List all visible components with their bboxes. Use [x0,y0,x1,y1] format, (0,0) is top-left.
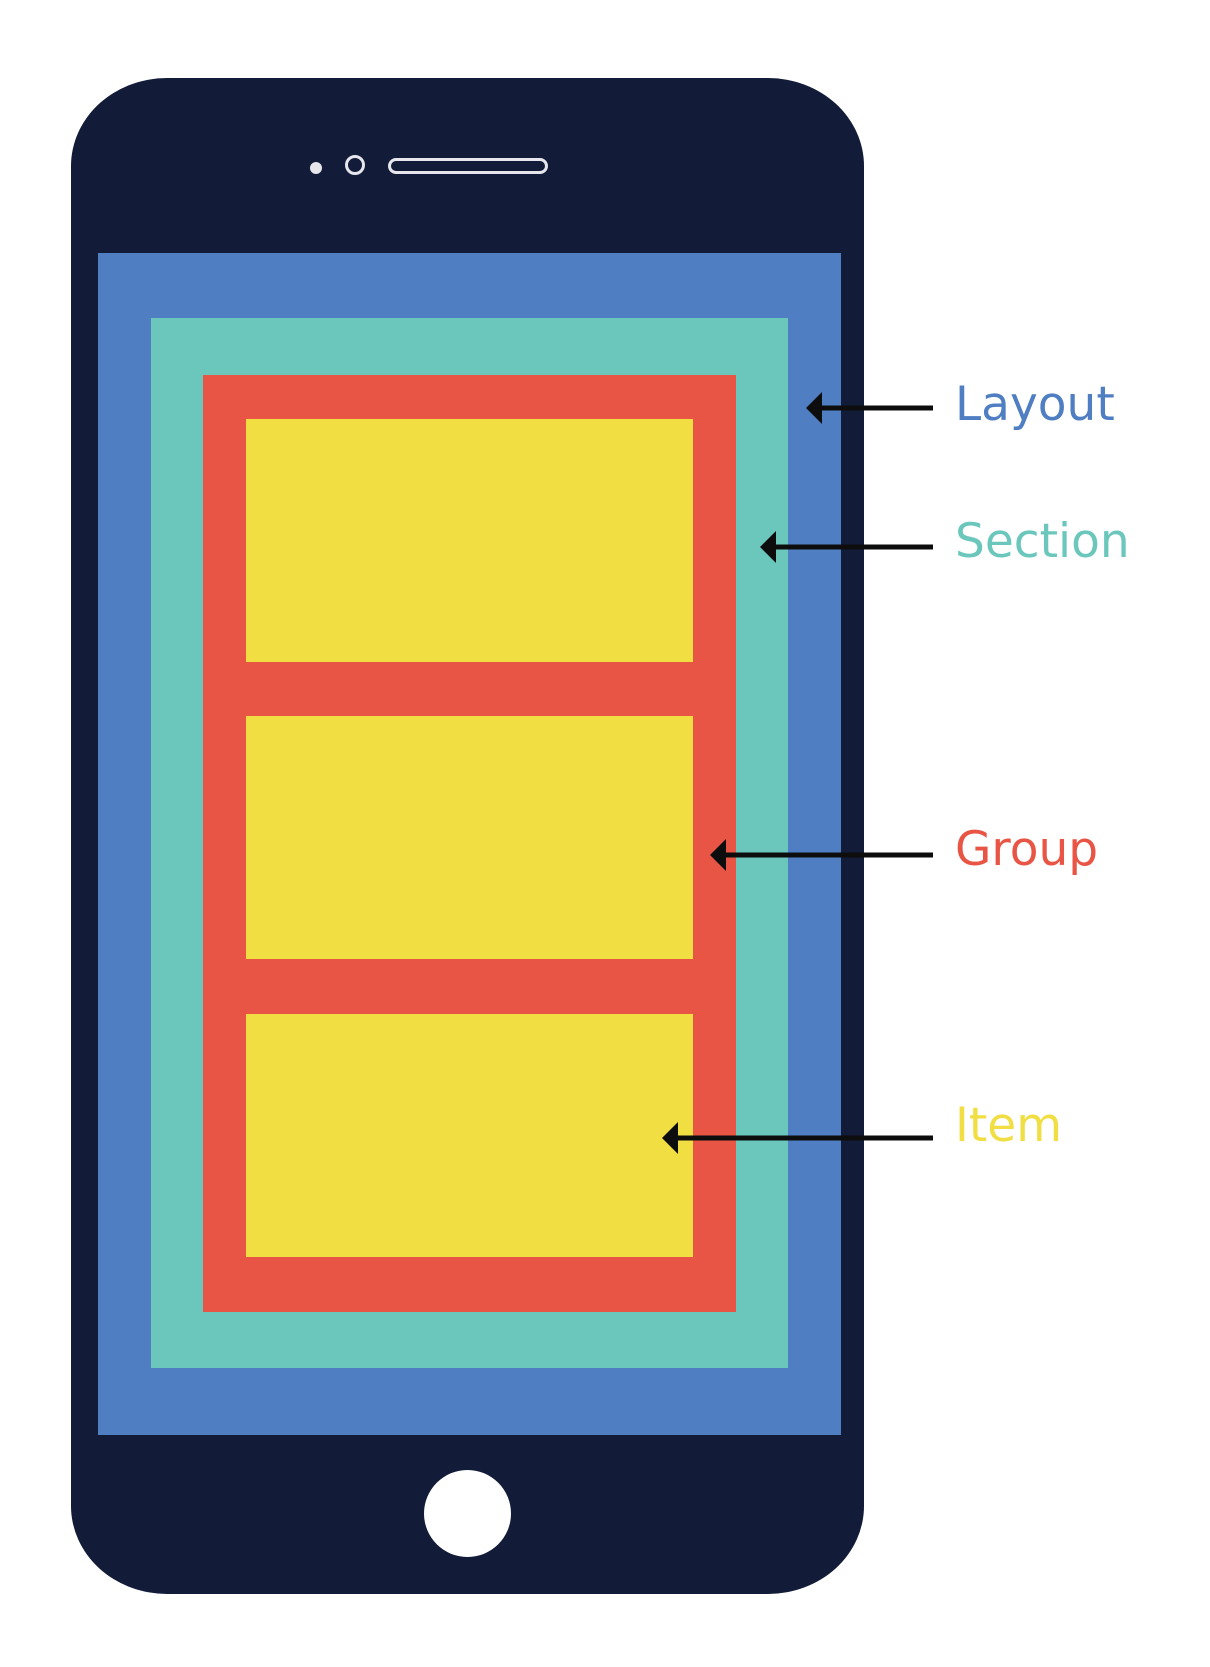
item-box-3 [246,1014,693,1257]
home-button [424,1470,511,1557]
arrow-group [710,839,933,871]
camera-icon [345,155,365,175]
sensor-dot [310,162,322,174]
arrow-item [662,1122,933,1154]
label-item: Item [955,1098,1062,1153]
label-section: Section [955,514,1130,569]
label-group: Group [955,822,1099,877]
speaker-grille [388,158,548,174]
item-box-2 [246,716,693,959]
arrow-section [760,531,933,563]
item-box-1 [246,419,693,662]
label-layout: Layout [955,377,1115,432]
arrow-layout [806,392,933,424]
